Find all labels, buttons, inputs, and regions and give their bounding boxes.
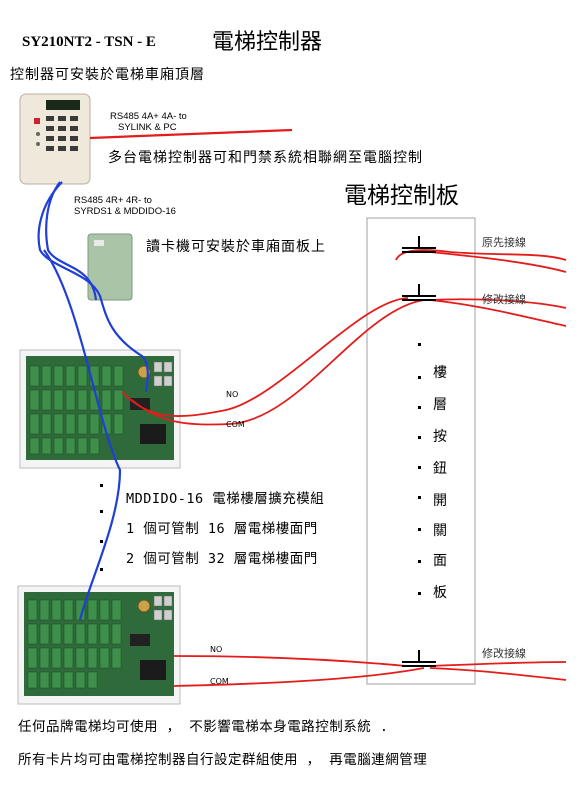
vertical-label-char: 按 <box>433 429 447 445</box>
network-note: 多台電梯控制器可和門禁系統相聯網至電腦控制 <box>108 150 423 166</box>
feature-dot <box>100 568 103 571</box>
panel-dot <box>418 436 421 439</box>
red-wiring-module-2 <box>173 655 425 687</box>
rs485-mid-line2: SYRDS1 & MDDIDO-16 <box>74 206 176 217</box>
red-original-wiring <box>395 249 567 681</box>
red-wiring-module-1 <box>121 297 425 426</box>
modified-wiring-label-2: 修改接線 <box>482 647 526 660</box>
red-wire-to-pc <box>89 128 293 140</box>
feature-line: 2 個可管制 32 層電梯樓面門 <box>126 551 318 567</box>
no-terminal-label-1: NO <box>226 390 239 399</box>
panel-dot <box>418 466 421 469</box>
vertical-label-char: 關 <box>433 523 447 539</box>
footer-note-1: 任何品牌電梯均可使用 ， 不影響電梯本身電路控制系統 . <box>18 719 389 735</box>
vertical-label-char: 板 <box>433 585 447 601</box>
panel-dot <box>418 343 421 346</box>
card-reader-device <box>87 233 133 301</box>
install-note: 控制器可安裝於電梯車廂頂層 <box>10 67 205 83</box>
page-title: 電梯控制器 <box>212 30 323 55</box>
floor-button-switch-2 <box>402 284 436 301</box>
reader-note: 讀卡機可安裝於車廂面板上 <box>146 239 326 255</box>
panel-dot <box>418 560 421 563</box>
relay-module-board-2 <box>17 585 181 705</box>
feature-dot <box>100 540 103 543</box>
panel-dot <box>418 528 421 531</box>
vertical-label-char: 層 <box>433 397 447 413</box>
feature-dot <box>100 510 103 513</box>
vertical-label-char: 面 <box>433 553 447 569</box>
feature-line: 1 個可管制 16 層電梯樓面門 <box>126 521 318 537</box>
blue-rs485-wiring <box>37 181 149 621</box>
feature-dot <box>100 484 103 487</box>
panel-dot <box>418 592 421 595</box>
modified-wiring-label-1: 修改接線 <box>482 293 526 306</box>
controller-keypad-device <box>19 93 91 185</box>
no-terminal-label-2: NO <box>210 645 223 654</box>
vertical-label-char: 樓 <box>433 365 447 381</box>
relay-module-board-1 <box>19 349 181 469</box>
floor-button-switch-3 <box>402 650 436 667</box>
elevator-control-panel-box <box>366 217 476 685</box>
panel-dot <box>418 496 421 499</box>
original-wiring-label: 原先接線 <box>482 236 526 249</box>
com-terminal-label-1: COM <box>226 420 245 429</box>
panel-dot <box>418 406 421 409</box>
vertical-label-char: 鈕 <box>433 461 447 477</box>
rs485-top-line2: SYLINK & PC <box>118 122 177 133</box>
footer-note-2: 所有卡片均可由電梯控制器自行設定群組使用 ， 再電腦連網管理 <box>18 752 428 768</box>
rs485-mid-label: RS485 4R+ 4R- to SYRDS1 & MDDIDO-16 <box>74 195 176 217</box>
model-number: SY210NT2 - TSN - E <box>22 34 156 50</box>
rs485-mid-line1: RS485 4R+ 4R- to <box>74 195 152 206</box>
com-terminal-label-2: COM <box>210 677 229 686</box>
rs485-top-line1: RS485 4A+ 4A- to <box>110 111 187 122</box>
panel-dot <box>418 376 421 379</box>
feature-line: MDDIDO-16 電梯樓層擴充模組 <box>126 491 325 507</box>
vertical-label-char: 開 <box>433 493 447 509</box>
board-title: 電梯控制板 <box>344 183 459 209</box>
floor-button-switch-1 <box>402 236 436 253</box>
rs485-top-label: RS485 4A+ 4A- to SYLINK & PC <box>110 111 187 133</box>
